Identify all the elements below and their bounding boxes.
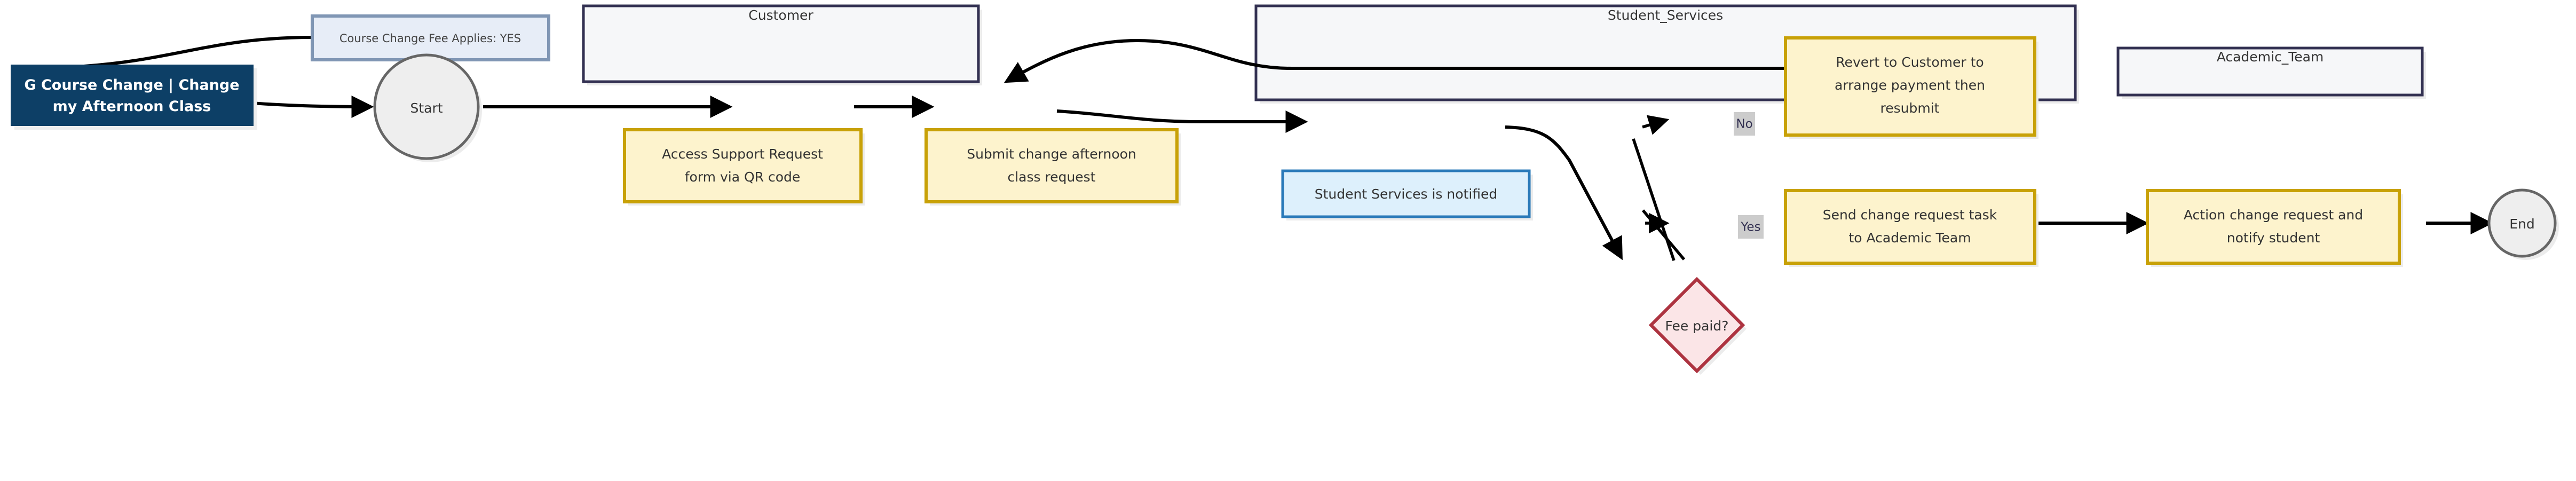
task-revert-to-customer-line1: Revert to Customer to — [1836, 54, 1984, 70]
note-course-change-fee[interactable]: Course Change Fee Applies: YES — [311, 14, 550, 61]
subgraph-customer: Customer — [582, 4, 982, 85]
task-send-change-request-line2: to Academic Team — [1848, 230, 1971, 246]
decision-fee-paid[interactable]: Fee paid? — [1648, 277, 1747, 375]
task-access-support-request-line1: Access Support Request — [662, 146, 823, 162]
task-action-change-request-line2: notify student — [2227, 230, 2320, 246]
start-event[interactable]: Start — [373, 53, 482, 162]
task-submit-change-request-line1: Submit change afternoon — [967, 146, 1136, 162]
subgraph-academic-team: Academic_Team — [2116, 46, 2426, 99]
process-title-box[interactable]: G Course Change | Change my Afternoon Cl… — [11, 65, 257, 130]
edge-label-no-text: No — [1736, 117, 1752, 131]
edge-fee-paid-no-head — [1642, 115, 1670, 135]
subgraph-academic-team-title: Academic_Team — [2217, 49, 2324, 65]
start-event-label: Start — [410, 100, 442, 116]
note-label: Course Change Fee Applies: YES — [339, 32, 521, 45]
edge-label-yes-text: Yes — [1740, 220, 1760, 234]
edge-notified-to-fee-paid — [1505, 125, 1623, 261]
task-submit-change-request[interactable]: Submit change afternoon class request — [924, 128, 1181, 206]
task-revert-to-customer[interactable]: Revert to Customer to arrange payment th… — [1784, 36, 2038, 139]
task-action-change-request-line1: Action change request and — [2184, 207, 2363, 223]
end-event[interactable]: End — [2487, 188, 2559, 260]
process-title-line2: my Afternoon Class — [53, 98, 211, 115]
task-access-support-request[interactable]: Access Support Request form via QR code — [623, 128, 865, 206]
task-revert-to-customer-line3: resubmit — [1880, 100, 1940, 116]
message-student-services-notified-label: Student Services is notified — [1315, 186, 1498, 202]
task-action-change-request[interactable]: Action change request and notify student — [2146, 189, 2403, 267]
subgraph-customer-title: Customer — [748, 7, 813, 23]
task-send-change-request[interactable]: Send change request task to Academic Tea… — [1784, 189, 2038, 267]
edge-label-no: No — [1734, 112, 1755, 136]
subgraph-student-services-title: Student_Services — [1608, 7, 1723, 23]
end-event-label: End — [2509, 216, 2535, 232]
edge-fee-paid-yes — [1641, 209, 1686, 261]
task-revert-to-customer-line2: arrange payment then — [1835, 77, 1985, 93]
edge-title-to-note — [83, 36, 313, 68]
message-student-services-notified[interactable]: Student Services is notified — [1281, 169, 1533, 220]
edge-label-yes: Yes — [1738, 215, 1764, 239]
process-title-line1: G Course Change | Change — [24, 77, 239, 93]
edge-revert-to-submit — [1003, 38, 1785, 83]
edge-submit-to-notified — [1056, 109, 1308, 133]
task-access-support-request-line2: form via QR code — [685, 169, 801, 185]
decision-fee-paid-label: Fee paid? — [1665, 318, 1729, 334]
task-submit-change-request-line2: class request — [1007, 169, 1095, 185]
task-send-change-request-line1: Send change request task — [1823, 207, 1997, 223]
